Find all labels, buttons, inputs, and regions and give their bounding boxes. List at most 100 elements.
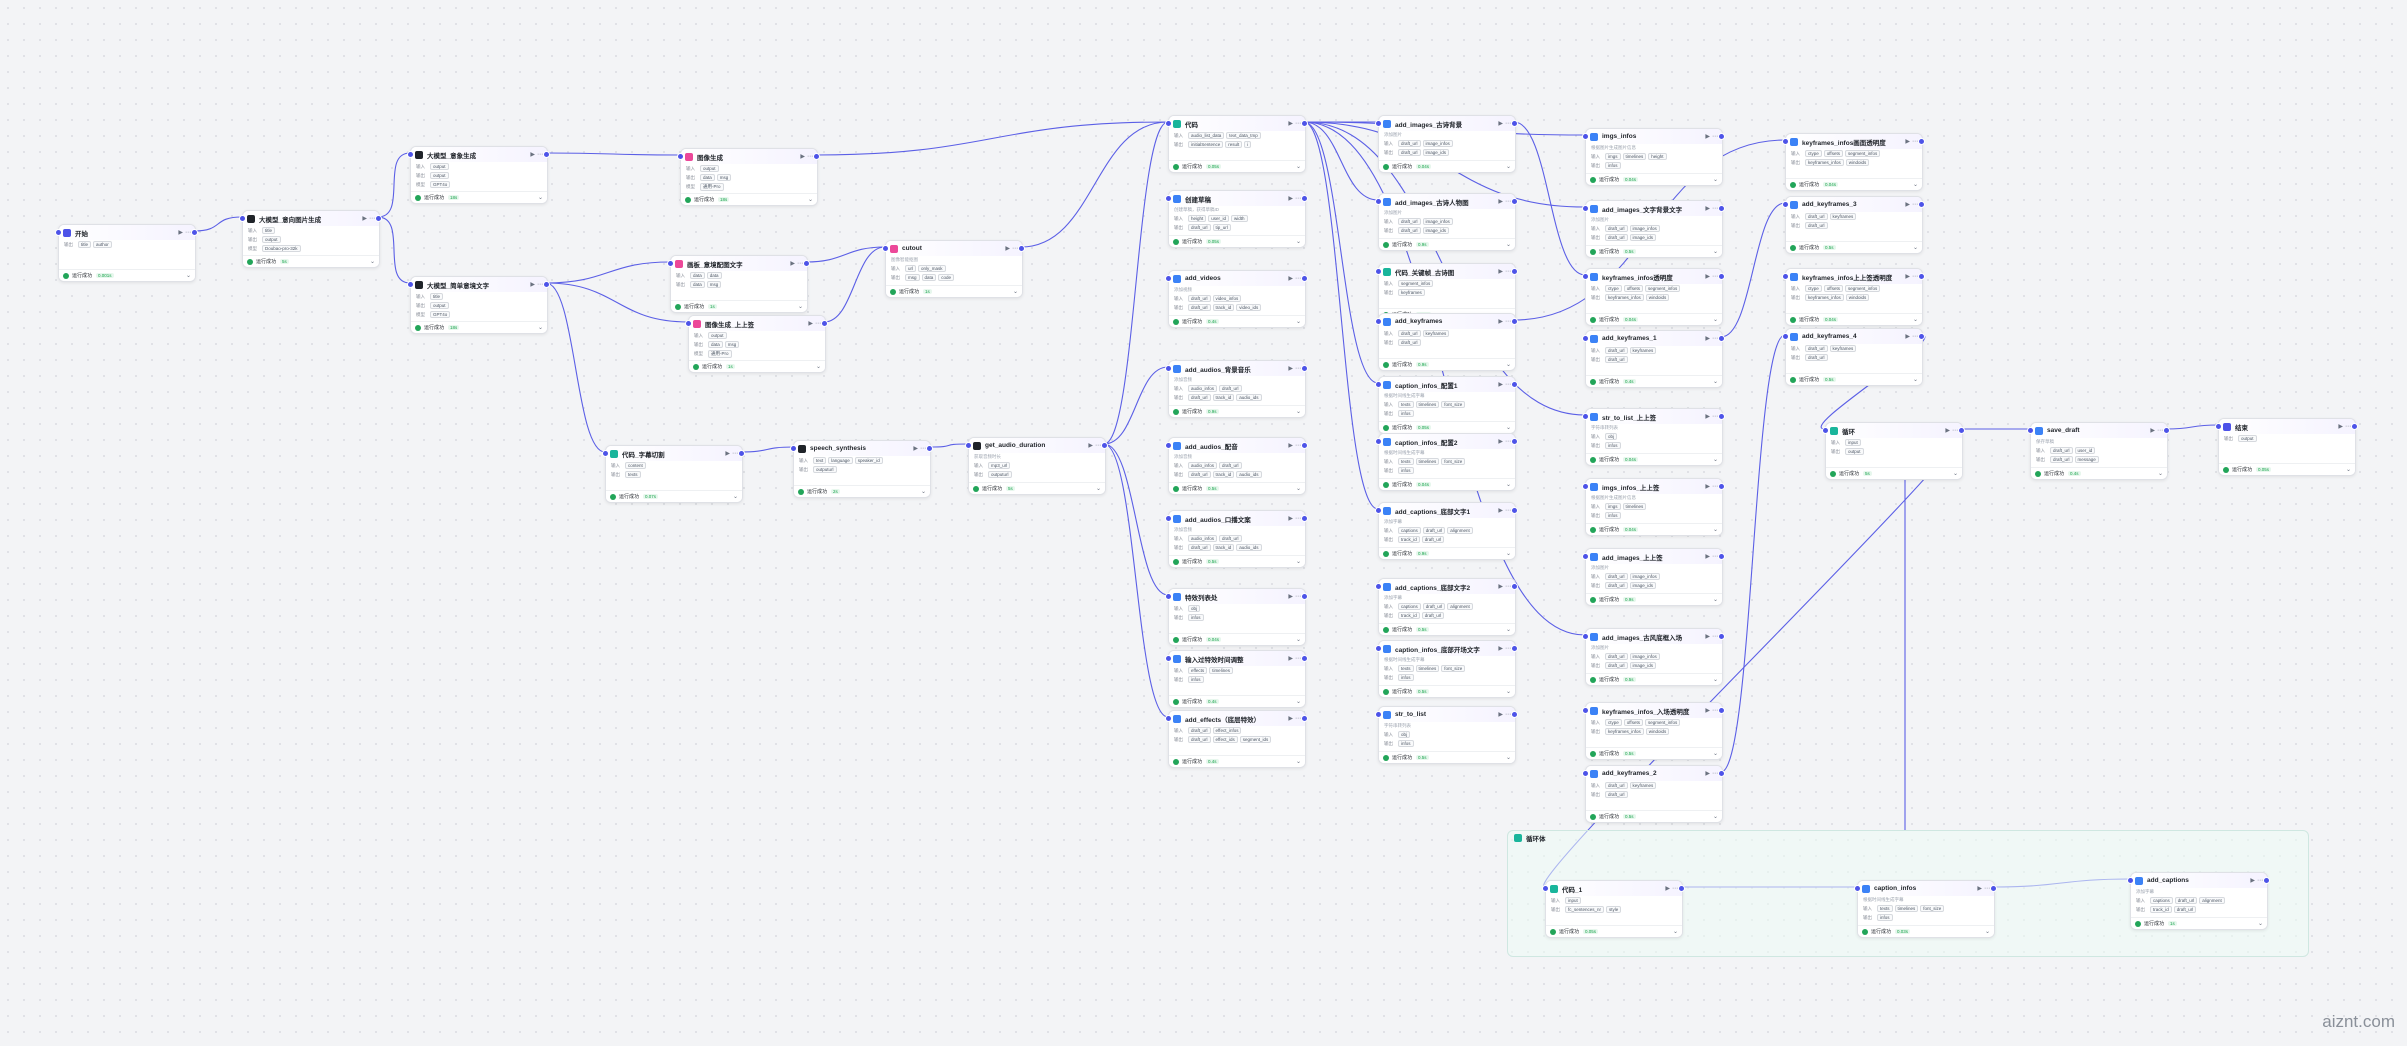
chevron-down-icon[interactable]: ⌄ (1952, 471, 1958, 477)
chevron-down-icon[interactable]: ⌄ (1295, 239, 1301, 245)
run-node-icon[interactable]: ▶ (1498, 439, 1503, 445)
more-options-icon[interactable]: ⋯ (1712, 414, 1718, 420)
more-options-icon[interactable]: ⋯ (1505, 319, 1511, 325)
input-port[interactable] (1582, 553, 1589, 560)
input-port[interactable] (965, 442, 972, 449)
chevron-down-icon[interactable]: ⌄ (1095, 486, 1101, 492)
run-node-icon[interactable]: ▶ (1288, 594, 1293, 600)
output-port[interactable] (1718, 553, 1725, 560)
more-options-icon[interactable]: ⋯ (797, 261, 803, 267)
chevron-down-icon[interactable]: ⌄ (1712, 814, 1718, 820)
output-port[interactable] (191, 229, 198, 236)
chevron-down-icon[interactable]: ⌄ (2157, 471, 2163, 477)
chevron-down-icon[interactable]: ⌄ (1295, 637, 1301, 643)
output-port[interactable] (1301, 275, 1308, 282)
output-port[interactable] (543, 281, 550, 288)
input-port[interactable] (1165, 195, 1172, 202)
chevron-down-icon[interactable]: ⌄ (1505, 482, 1511, 488)
more-options-icon[interactable]: ⋯ (1912, 139, 1918, 145)
run-node-icon[interactable]: ▶ (1088, 443, 1093, 449)
more-options-icon[interactable]: ⋯ (1012, 246, 1018, 252)
run-node-icon[interactable]: ▶ (1288, 276, 1293, 282)
chevron-down-icon[interactable]: ⌄ (1505, 551, 1511, 557)
run-node-icon[interactable]: ▶ (362, 216, 367, 222)
run-node-icon[interactable]: ▶ (1705, 771, 1710, 777)
input-port[interactable] (1165, 515, 1172, 522)
run-node-icon[interactable]: ▶ (1977, 886, 1982, 892)
input-port[interactable] (1375, 120, 1382, 127)
chevron-down-icon[interactable]: ⌄ (797, 304, 803, 310)
input-port[interactable] (1165, 593, 1172, 600)
input-port[interactable] (1582, 483, 1589, 490)
output-port[interactable] (543, 151, 550, 158)
run-node-icon[interactable]: ▶ (1498, 382, 1503, 388)
chevron-down-icon[interactable]: ⌄ (1295, 319, 1301, 325)
output-port[interactable] (1301, 593, 1308, 600)
output-port[interactable] (1918, 333, 1925, 340)
chevron-down-icon[interactable]: ⌄ (1505, 242, 1511, 248)
run-node-icon[interactable]: ▶ (1665, 886, 1670, 892)
chevron-down-icon[interactable]: ⌄ (537, 195, 543, 201)
chevron-down-icon[interactable]: ⌄ (537, 325, 543, 331)
run-node-icon[interactable]: ▶ (725, 451, 730, 457)
more-options-icon[interactable]: ⋯ (537, 152, 543, 158)
output-port[interactable] (1958, 427, 1965, 434)
more-options-icon[interactable]: ⋯ (1912, 274, 1918, 280)
chevron-down-icon[interactable]: ⌄ (1984, 929, 1990, 935)
output-port[interactable] (2263, 877, 2270, 884)
input-port[interactable] (1375, 198, 1382, 205)
output-port[interactable] (1511, 507, 1518, 514)
more-options-icon[interactable]: ⋯ (537, 282, 543, 288)
run-node-icon[interactable]: ▶ (1288, 656, 1293, 662)
chevron-down-icon[interactable]: ⌄ (1295, 699, 1301, 705)
output-port[interactable] (1511, 438, 1518, 445)
input-port[interactable] (1375, 381, 1382, 388)
chevron-down-icon[interactable]: ⌄ (1912, 317, 1918, 323)
output-port[interactable] (1511, 268, 1518, 275)
input-port[interactable] (2127, 877, 2134, 884)
output-port[interactable] (1718, 205, 1725, 212)
more-options-icon[interactable]: ⋯ (2157, 428, 2163, 434)
more-options-icon[interactable]: ⋯ (1295, 121, 1301, 127)
more-options-icon[interactable]: ⋯ (2257, 878, 2263, 884)
run-node-icon[interactable]: ▶ (1905, 334, 1910, 340)
input-port[interactable] (1375, 318, 1382, 325)
output-port[interactable] (1718, 707, 1725, 714)
more-options-icon[interactable]: ⋯ (1505, 584, 1511, 590)
run-node-icon[interactable]: ▶ (1498, 269, 1503, 275)
chevron-down-icon[interactable]: ⌄ (1295, 409, 1301, 415)
more-options-icon[interactable]: ⋯ (1712, 634, 1718, 640)
input-port[interactable] (1165, 365, 1172, 372)
input-port[interactable] (1782, 138, 1789, 145)
chevron-down-icon[interactable]: ⌄ (1012, 289, 1018, 295)
output-port[interactable] (1678, 885, 1685, 892)
input-port[interactable] (1582, 413, 1589, 420)
output-port[interactable] (1718, 273, 1725, 280)
output-port[interactable] (1301, 365, 1308, 372)
